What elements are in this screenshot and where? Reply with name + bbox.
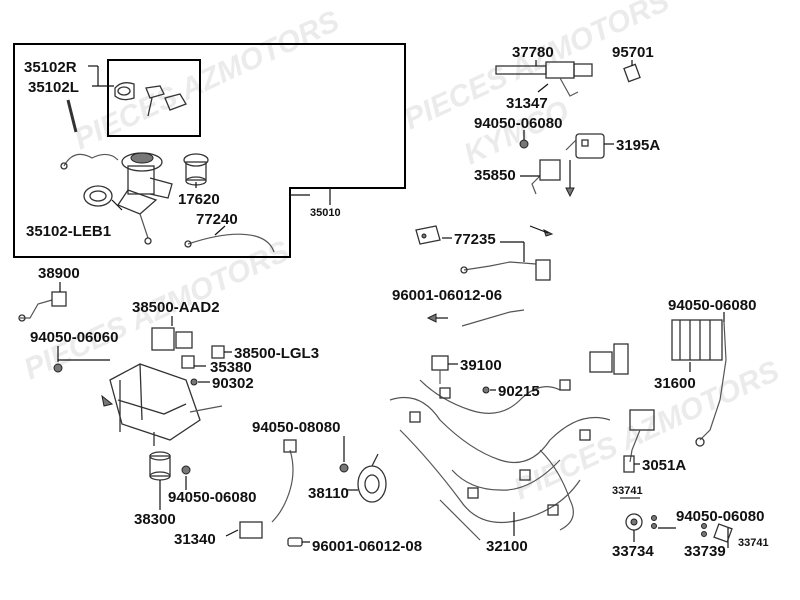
key-cylinder-parts: [66, 82, 187, 133]
label-3051A: 3051A: [642, 457, 686, 474]
label-38110: 38110: [308, 485, 349, 502]
bolt-94050-06080-c: [181, 465, 191, 475]
bolt-94050-06060: [53, 363, 63, 373]
label-77235: 77235: [454, 231, 496, 248]
fuse-38900: [18, 291, 67, 322]
relay-39100: [431, 355, 449, 384]
ignition-switch: [117, 152, 173, 245]
relay-35850: [531, 159, 561, 195]
bolt-33741-a: [651, 515, 657, 529]
screw-90215: [482, 386, 490, 394]
label-94050-06080-b: 94050-06080: [668, 297, 756, 314]
watermark: PIECES AZMOTORS KYMCO PIECES AZMOTORS PI…: [19, 0, 784, 506]
label-95701: 95701: [612, 44, 654, 61]
label-17620: 17620: [178, 191, 220, 208]
label-33739: 33739: [684, 543, 726, 560]
bolt-33739: [701, 523, 707, 537]
label-38900: 38900: [38, 265, 80, 282]
seat-cable: [184, 233, 275, 253]
relay-38500: [151, 327, 193, 351]
label-90302: 90302: [212, 375, 254, 392]
label-94050-06060: 94050-06060: [30, 329, 118, 346]
speedo-cable: [461, 309, 525, 327]
label-33741-b: 33741: [738, 537, 769, 549]
label-31600: 31600: [654, 375, 696, 392]
bolt-96001-06012-08: [287, 537, 303, 547]
label-37780: 37780: [512, 44, 554, 61]
relay-38500-lgl3: [211, 345, 225, 359]
wire-harness-32100: [389, 379, 611, 541]
sensor-33741-b: [713, 523, 733, 543]
bracket-77235: [415, 225, 441, 245]
label-35010: 35010: [310, 207, 341, 219]
label-32100: 32100: [486, 538, 528, 555]
regulator-31600: [671, 319, 723, 361]
cdi-block: [589, 343, 629, 375]
label-31340: 31340: [174, 531, 216, 548]
label-31347: 31347: [506, 95, 548, 112]
label-77240: 77240: [196, 211, 238, 228]
starter-relay-38300: [149, 451, 171, 481]
label-96001-06012-06: 96001-06012-06: [392, 287, 502, 304]
battery-bracket-frame: [101, 363, 223, 446]
label-35102-LEB1: 35102-LEB1: [26, 223, 111, 240]
label-90215: 90215: [498, 383, 540, 400]
bolt-small: [519, 139, 529, 149]
label-94050-06080-d: 94050-06080: [676, 508, 764, 525]
label-94050-06080-a: 94050-06080: [474, 115, 562, 132]
key-kit-inner-frame: [107, 59, 201, 137]
label-3195A: 3195A: [616, 137, 660, 154]
label-33734: 33734: [612, 543, 654, 560]
label-94050-08080: 94050-08080: [252, 419, 340, 436]
bolt-94050-08080: [339, 463, 349, 473]
label-33741-a: 33741: [612, 485, 643, 497]
cable-bracket: [460, 259, 551, 281]
seat-lock: [183, 153, 209, 186]
label-38500-LGL3: 38500-LGL3: [234, 345, 319, 362]
label-35380: 35380: [210, 359, 252, 376]
watermark-text: PIECES AZMOTORS: [69, 5, 344, 157]
sensor-33734: [620, 497, 643, 531]
wire-lead: [60, 153, 119, 170]
start-switch: [565, 133, 605, 159]
screw-90302: [190, 378, 198, 386]
label-96001-06012-08: 96001-06012-08: [312, 538, 422, 555]
bolt-94050-06080-b: [695, 321, 727, 447]
horn-38110: [357, 453, 387, 503]
label-38500-AAD2: 38500-AAD2: [132, 299, 220, 316]
label-35850: 35850: [474, 167, 516, 184]
ignition-kit-frame: [13, 43, 406, 258]
seal-ring: [83, 185, 113, 207]
label-39100: 39100: [460, 357, 502, 374]
flasher-35380: [181, 355, 195, 369]
throttle-switch: [495, 61, 593, 97]
label-35102L: 35102L: [28, 79, 79, 96]
label-94050-06080-c: 94050-06080: [168, 489, 256, 506]
sensor-31340: [239, 439, 297, 539]
label-38300: 38300: [134, 511, 176, 528]
label-35102R: 35102R: [24, 59, 77, 76]
bolt-95701: [623, 63, 641, 83]
